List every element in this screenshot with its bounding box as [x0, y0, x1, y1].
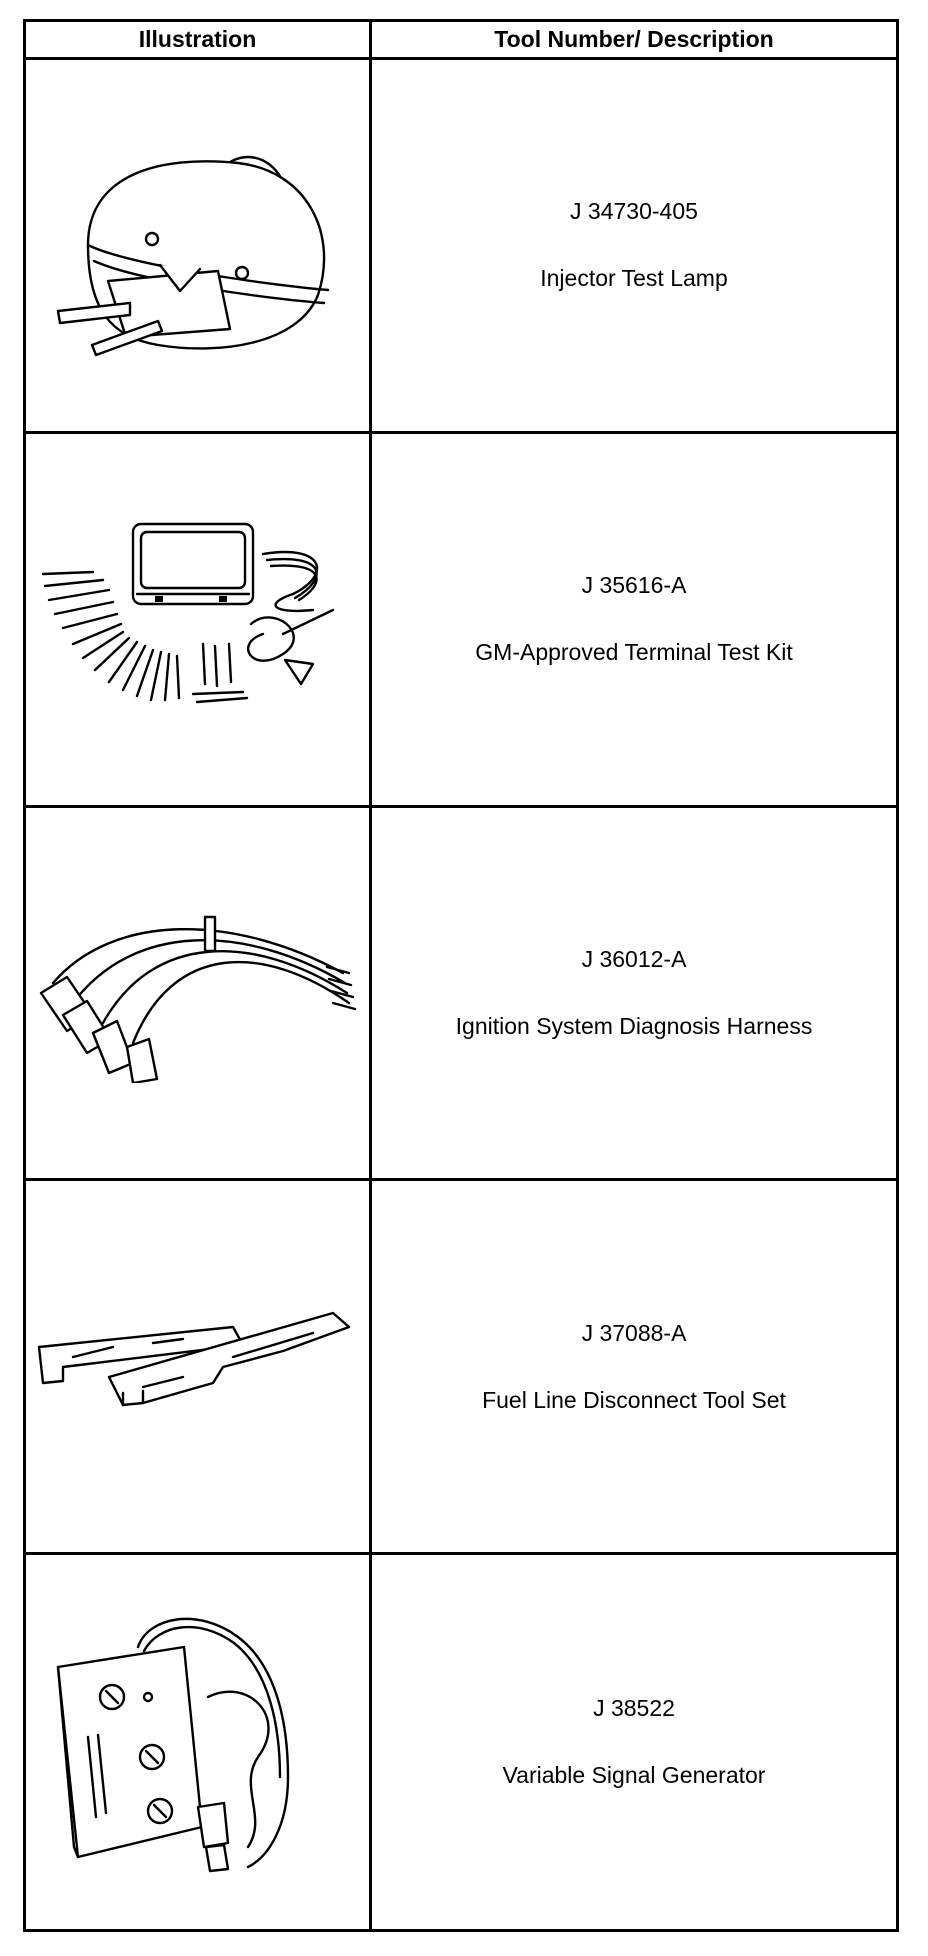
table-row-illustration [26, 433, 372, 808]
table-row-description: J 38522 Variable Signal Generator [372, 1555, 896, 1929]
tool-description: Fuel Line Disconnect Tool Set [482, 1386, 786, 1413]
fuel-line-disconnect-tool-illustration [37, 1311, 350, 1406]
table-row-description: J 37088-A Fuel Line Disconnect Tool Set [372, 1181, 896, 1556]
tool-description: Variable Signal Generator [502, 1762, 766, 1789]
tool-description: GM-Approved Terminal Test Kit [475, 639, 793, 666]
table-row-illustration [26, 1555, 372, 1929]
tool-number: J 37088-A [581, 1319, 687, 1346]
tool-description: Injector Test Lamp [540, 265, 728, 292]
tool-number: J 34730-405 [570, 198, 698, 225]
header-illustration: Illustration [26, 22, 372, 60]
table-row-illustration [26, 1181, 372, 1556]
table-row-description: J 35616-A GM-Approved Terminal Test Kit [372, 434, 896, 808]
table-row-illustration [26, 60, 372, 434]
table-row-illustration [26, 807, 372, 1182]
tool-number: J 36012-A [581, 945, 687, 972]
terminal-test-kit-illustration [41, 522, 334, 704]
injector-test-lamp-illustration [56, 156, 329, 357]
tool-number: J 38522 [593, 1695, 675, 1722]
ignition-harness-illustration [39, 915, 356, 1083]
table-row-description: J 36012-A Ignition System Diagnosis Harn… [372, 808, 896, 1182]
tool-description: Ignition System Diagnosis Harness [455, 1012, 813, 1039]
tool-table: Illustration Tool Number/ Description J … [23, 19, 899, 1932]
table-row-description: J 34730-405 Injector Test Lamp [372, 60, 896, 434]
header-description: Tool Number/ Description [372, 22, 896, 60]
tool-number: J 35616-A [581, 572, 687, 599]
variable-signal-generator-illustration [56, 1617, 289, 1873]
